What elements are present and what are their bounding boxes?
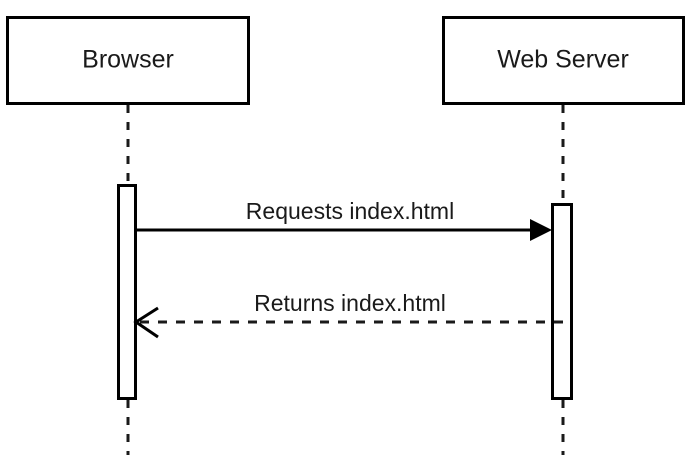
arrowhead-icon-response xyxy=(133,306,159,339)
participant-browser[interactable]: Browser xyxy=(6,16,250,105)
participant-box-browser[interactable] xyxy=(6,16,250,105)
message-label-response: Returns index.html xyxy=(254,290,446,316)
message-request[interactable]: Requests index.html xyxy=(135,198,552,241)
participant-box-web-server[interactable] xyxy=(442,16,685,105)
arrowhead-icon-request xyxy=(530,219,552,241)
message-response[interactable]: Returns index.html xyxy=(133,290,563,339)
activation-bar-web-server[interactable] xyxy=(551,203,573,400)
participant-web-server[interactable]: Web Server xyxy=(442,16,685,105)
activation-bar-browser[interactable] xyxy=(117,184,137,400)
participant-label-web-server: Web Server xyxy=(497,46,629,74)
message-label-request: Requests index.html xyxy=(246,198,454,224)
participant-label-browser: Browser xyxy=(82,46,174,74)
